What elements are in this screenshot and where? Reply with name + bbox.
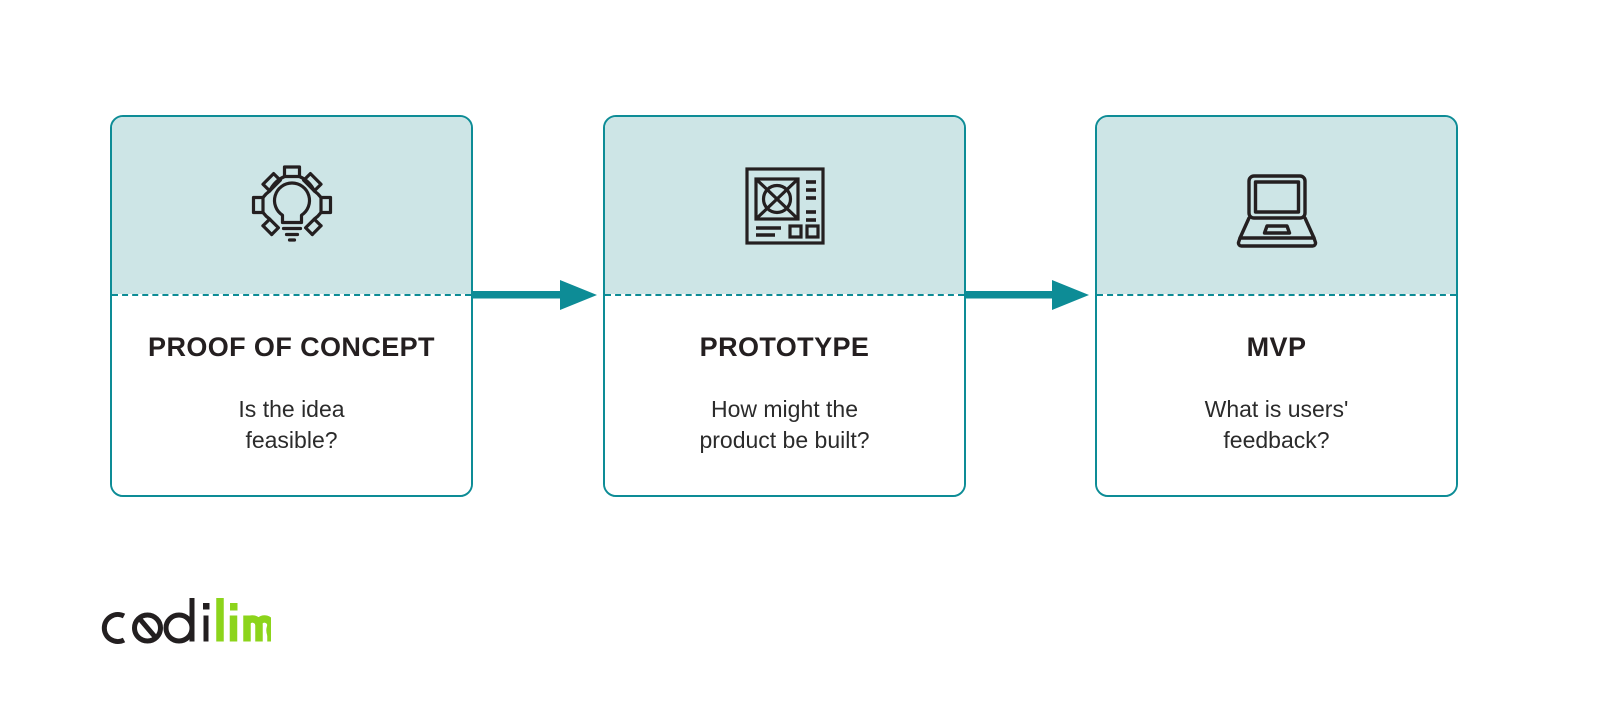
card-divider-dashed xyxy=(605,294,964,296)
stage-card-mvp[interactable]: MVP What is users' feedback? xyxy=(1095,115,1458,497)
stage-card-prototype[interactable]: PROTOTYPE How might the product be built… xyxy=(603,115,966,497)
stage-card-proof-of-concept[interactable]: PROOF OF CONCEPT Is the idea feasible? xyxy=(110,115,473,497)
flow-arrow-1 xyxy=(472,278,597,312)
stage-text-panel: PROOF OF CONCEPT Is the idea feasible? xyxy=(112,296,471,495)
stage-text-panel: MVP What is users' feedback? xyxy=(1097,296,1456,495)
stage-title: PROOF OF CONCEPT xyxy=(148,332,435,362)
laptop-icon xyxy=(1227,156,1327,256)
gear-lightbulb-icon xyxy=(242,156,342,256)
flow-arrow-2 xyxy=(964,278,1089,312)
stage-question: How might the product be built? xyxy=(699,396,870,453)
wireframe-mockup-icon xyxy=(735,156,835,256)
stage-title: MVP xyxy=(1246,332,1307,362)
stage-icon-panel xyxy=(1097,117,1456,294)
codilime-logo xyxy=(96,598,296,648)
stage-icon-panel xyxy=(112,117,471,294)
stage-icon-panel xyxy=(605,117,964,294)
stage-text-panel: PROTOTYPE How might the product be built… xyxy=(605,296,964,495)
card-divider-dashed xyxy=(112,294,471,296)
stage-question: What is users' feedback? xyxy=(1204,396,1349,453)
stage-question: Is the idea feasible? xyxy=(238,396,345,453)
stage-title: PROTOTYPE xyxy=(699,332,870,362)
card-divider-dashed xyxy=(1097,294,1456,296)
